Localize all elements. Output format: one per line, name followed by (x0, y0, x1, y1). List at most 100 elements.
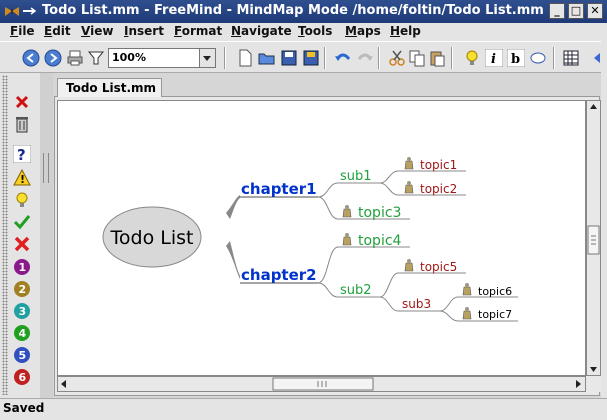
menu-file[interactable]: File (10, 24, 35, 38)
svg-text:2: 2 (19, 283, 27, 296)
checkmark-icon[interactable] (13, 213, 31, 231)
copy-icon[interactable] (408, 49, 426, 67)
scroll-down-icon[interactable] (590, 367, 597, 372)
edge-sub1-topic2 (379, 182, 466, 196)
bell-icon (404, 181, 414, 194)
mindmap-canvas[interactable]: Todo List chapter1 chapter2 sub1 sub2 su… (57, 100, 586, 376)
italic-icon[interactable]: i (485, 49, 503, 67)
node-chapter1[interactable]: chapter1 (241, 180, 317, 198)
menu-edit[interactable]: Edit (44, 24, 71, 38)
cut-icon[interactable] (388, 49, 406, 67)
tab-todo-list[interactable]: Todo List.mm (57, 78, 162, 97)
filter-icon[interactable] (87, 49, 105, 67)
bell-icon (342, 233, 352, 246)
vertical-scrollbar[interactable] (586, 100, 601, 376)
bold-icon[interactable]: b (507, 49, 525, 67)
priority-3-icon[interactable]: 3 (13, 302, 31, 320)
svg-text:4: 4 (19, 327, 27, 340)
menu-bar: File Edit View Insert Format Navigate To… (0, 23, 607, 41)
remove-last-icon[interactable] (13, 93, 31, 111)
edge-sub3-topic7 (439, 310, 518, 322)
edge-sub2-sub3 (379, 296, 440, 312)
node-topic3[interactable]: topic3 (358, 205, 401, 221)
new-file-icon[interactable] (236, 49, 254, 67)
menu-view[interactable]: View (81, 24, 114, 38)
node-topic5[interactable]: topic5 (420, 260, 457, 274)
menu-maps[interactable]: Maps (345, 24, 381, 38)
priority-4-icon[interactable]: 4 (13, 324, 31, 342)
cloud-icon[interactable] (529, 49, 547, 67)
freemind-butterfly-icon (5, 7, 37, 16)
edge-chapter2-sub2 (317, 282, 380, 298)
table-icon[interactable] (562, 49, 580, 67)
svg-text:5: 5 (19, 349, 27, 362)
node-sub3[interactable]: sub3 (402, 297, 431, 311)
cancel-x-icon[interactable] (13, 235, 31, 253)
node-sub1[interactable]: sub1 (340, 169, 372, 184)
menu-help[interactable]: Help (390, 24, 421, 38)
save-as-icon[interactable] (302, 49, 320, 67)
back-icon[interactable] (22, 49, 40, 67)
menu-tools[interactable]: Tools (298, 24, 333, 38)
priority-2-icon[interactable]: 2 (13, 280, 31, 298)
bell-icon (404, 259, 414, 272)
mindmap-svg: Todo List chapter1 chapter2 sub1 sub2 su… (102, 157, 518, 322)
priority-5-icon[interactable]: 5 (13, 346, 31, 364)
edge-sub3-topic6 (439, 296, 518, 312)
chevron-down-icon[interactable] (199, 49, 215, 67)
status-bar: Saved (0, 398, 607, 420)
save-icon[interactable] (280, 49, 298, 67)
scroll-left-icon[interactable] (61, 380, 66, 388)
trash-icon[interactable] (13, 115, 31, 133)
node-topic7[interactable]: topic7 (478, 308, 512, 321)
question-icon[interactable]: ? (13, 145, 31, 163)
zoom-value: 100% (112, 51, 146, 64)
paste-icon[interactable] (428, 49, 446, 67)
undo-icon[interactable] (334, 49, 352, 67)
horizontal-scroll-thumb[interactable] (272, 377, 374, 391)
menu-navigate[interactable]: Navigate (231, 24, 292, 38)
edge-chapter1-topic3 (317, 196, 410, 220)
menu-insert[interactable]: Insert (124, 24, 164, 38)
print-icon[interactable] (66, 49, 84, 67)
sidebar-grip[interactable] (2, 75, 8, 395)
node-topic4[interactable]: topic4 (358, 233, 402, 249)
scroll-up-icon[interactable] (590, 104, 597, 109)
bell-icon (462, 307, 472, 320)
node-sub2[interactable]: sub2 (340, 283, 372, 298)
horizontal-scrollbar[interactable] (57, 376, 586, 392)
priority-1-icon[interactable]: 1 (13, 258, 31, 276)
node-chapter2[interactable]: chapter2 (241, 266, 317, 284)
redo-icon[interactable] (356, 49, 374, 67)
node-topic1[interactable]: topic1 (420, 158, 457, 172)
priority-6-icon[interactable]: 6 (13, 368, 31, 386)
bell-icon (342, 205, 352, 218)
svg-text:?: ? (17, 146, 26, 163)
idea-icon[interactable] (13, 191, 31, 209)
menu-format[interactable]: Format (174, 24, 223, 38)
edge-chapter2-topic4 (317, 246, 410, 284)
scroll-corner (586, 376, 601, 392)
root-node-label: Todo List (110, 227, 194, 249)
minimize-button[interactable]: _ (549, 3, 565, 19)
pin-icon[interactable] (590, 49, 607, 67)
toolbar: 100% i b (0, 41, 607, 73)
forward-icon[interactable] (44, 49, 62, 67)
zoom-select[interactable]: 100% (108, 48, 216, 68)
idea-bulb-icon[interactable] (463, 49, 481, 67)
node-topic2[interactable]: topic2 (420, 182, 457, 196)
bell-icon (462, 283, 472, 296)
open-folder-icon[interactable] (258, 49, 276, 67)
edge-root-chapter1 (226, 195, 240, 219)
window-title: Todo List.mm - FreeMind - MindMap Mode /… (42, 3, 544, 18)
node-topic6[interactable]: topic6 (478, 285, 512, 298)
svg-text:1: 1 (19, 261, 27, 274)
maximize-button[interactable]: □ (568, 3, 584, 19)
title-bar: Todo List.mm - FreeMind - MindMap Mode /… (0, 0, 607, 23)
close-button[interactable]: ✕ (587, 3, 603, 19)
root-node[interactable] (102, 206, 202, 268)
right-edge-strip (601, 41, 607, 398)
scroll-right-icon[interactable] (576, 380, 581, 388)
warning-icon[interactable]: ! (13, 169, 31, 187)
sidebar-splitter[interactable] (40, 73, 53, 398)
